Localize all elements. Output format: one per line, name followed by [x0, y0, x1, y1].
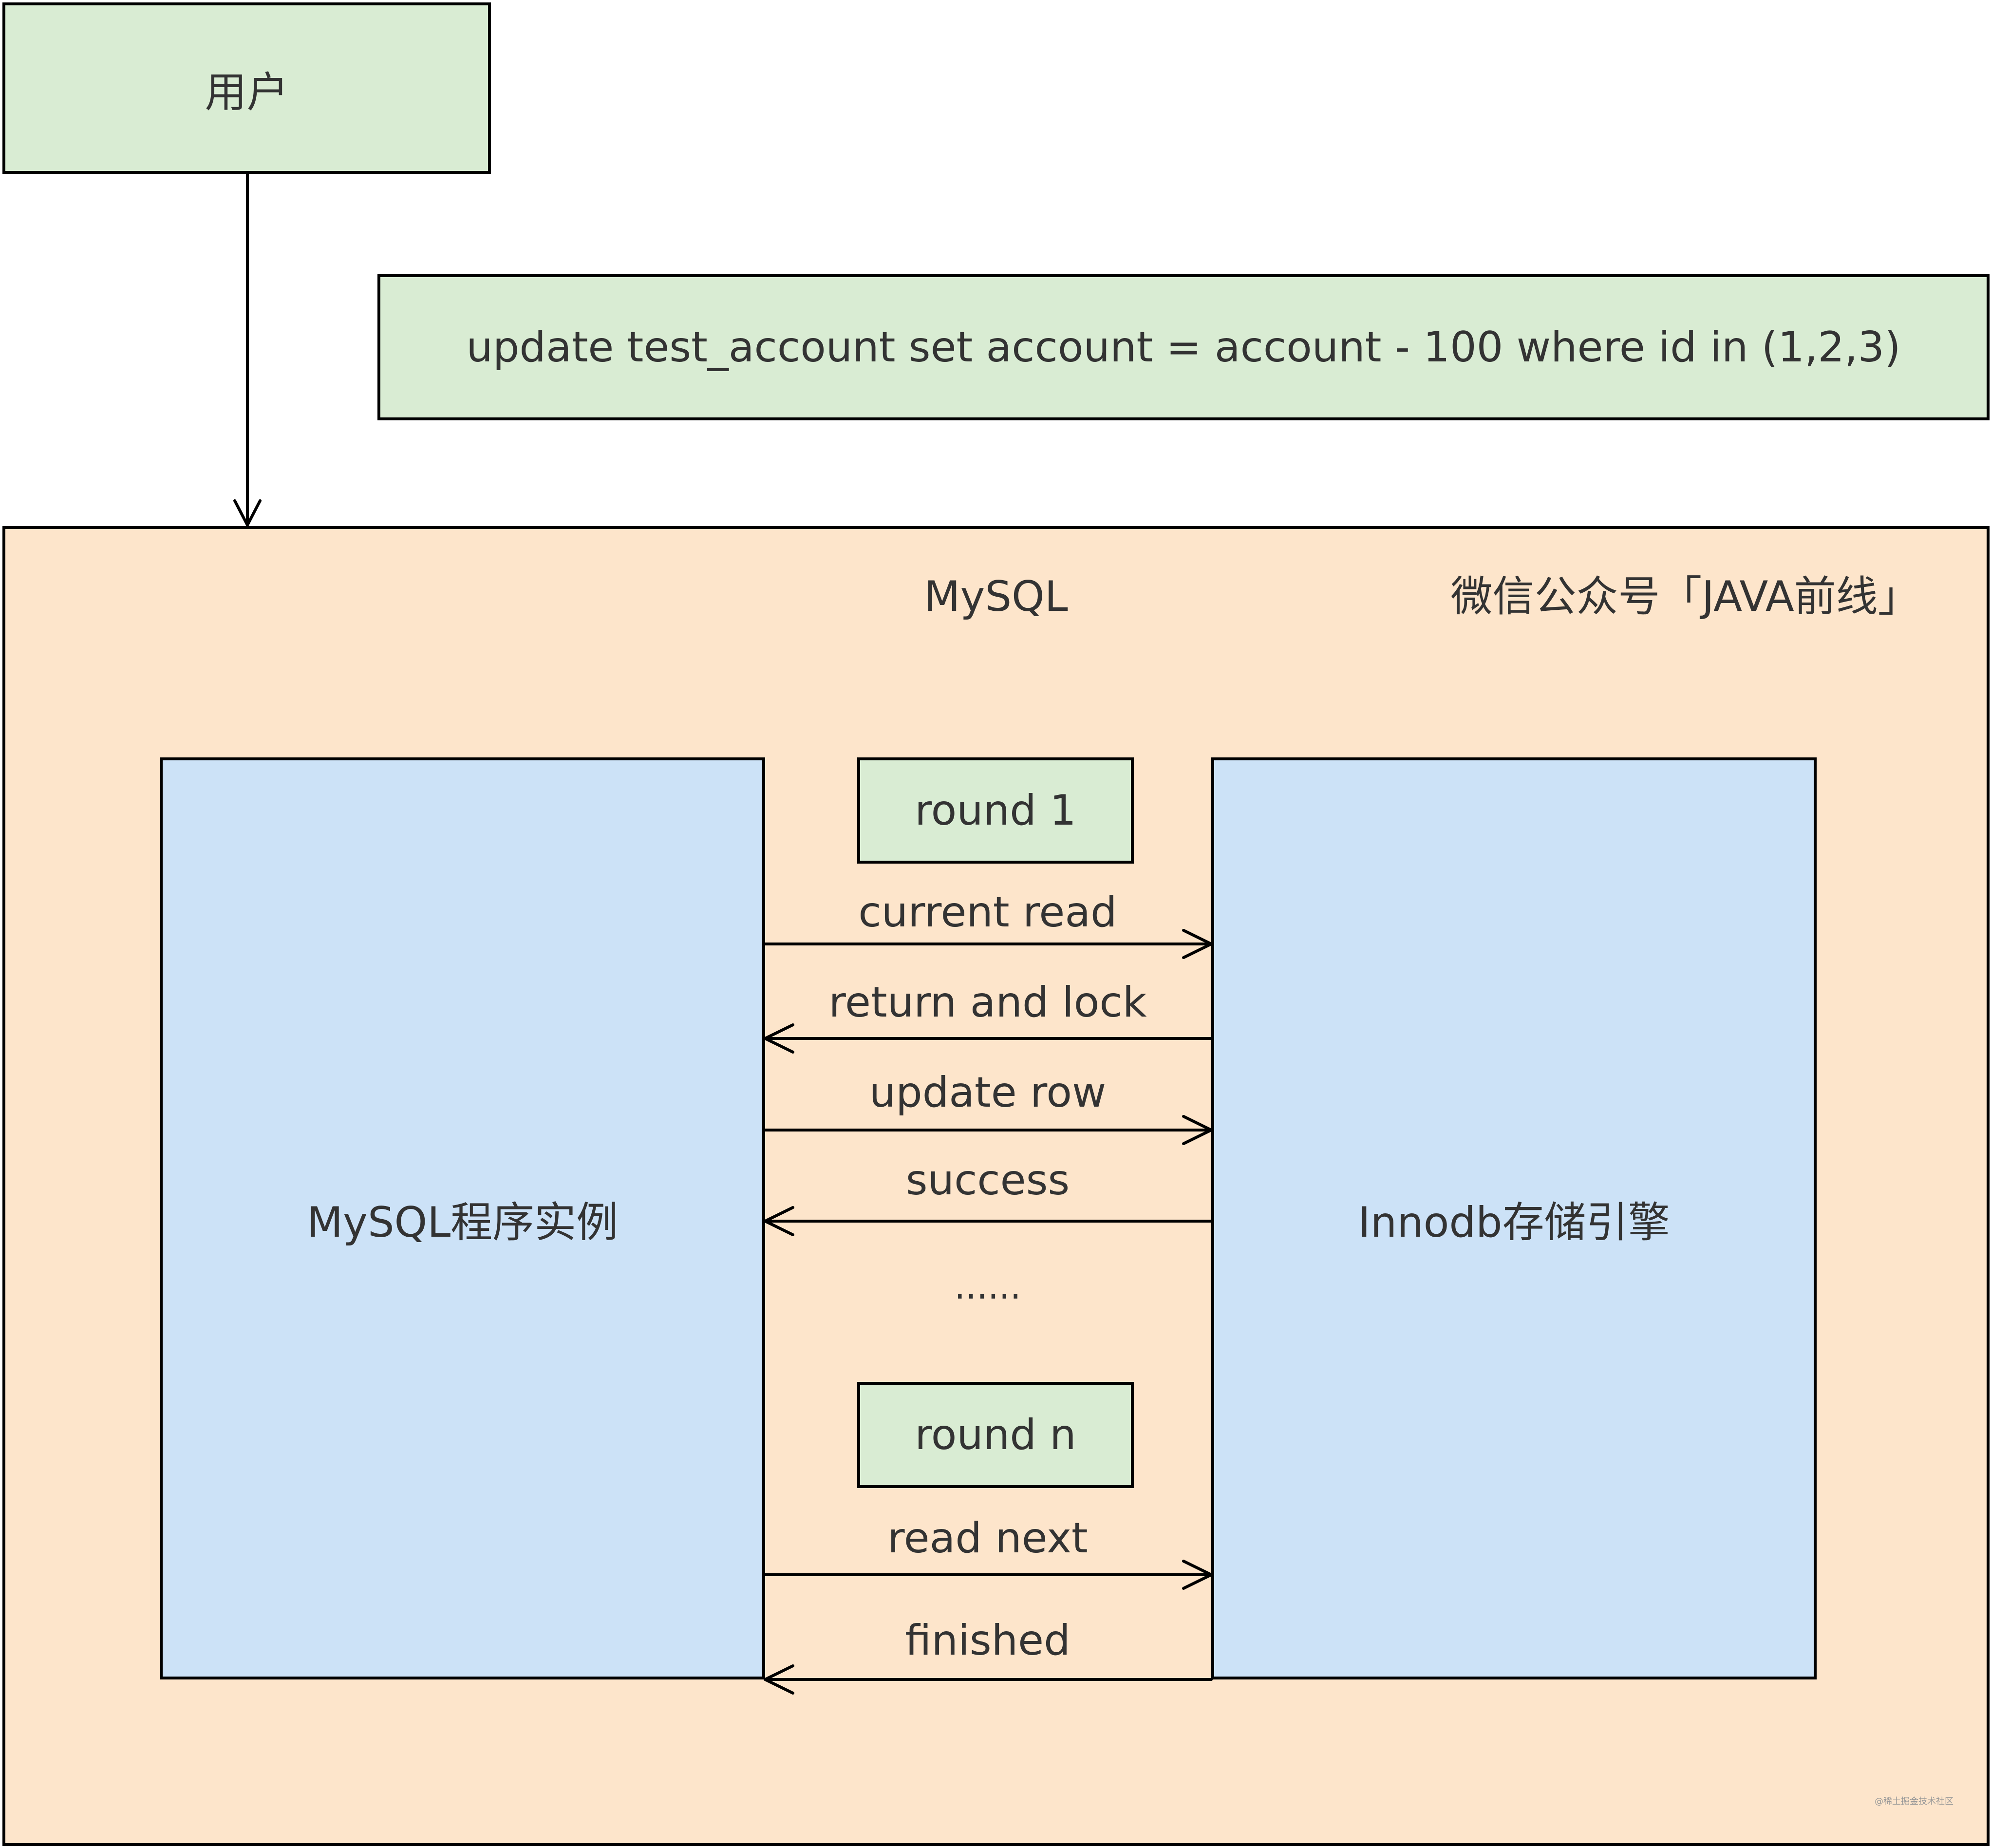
message-finished: finished: [905, 1616, 1071, 1665]
message-update-row: update row: [869, 1068, 1107, 1117]
round-1-label: round 1: [915, 786, 1076, 835]
round-n-box: round n: [857, 1382, 1134, 1488]
message-current-read: current read: [858, 888, 1117, 937]
round-1-box: round 1: [857, 757, 1134, 864]
ellipsis: ......: [954, 1266, 1021, 1307]
arrow-read-next: [764, 1560, 1213, 1590]
arrow-finished: [764, 1664, 1213, 1695]
arrow-current-read: [764, 929, 1213, 959]
arrow-user-to-mysql: [233, 172, 262, 527]
user-box: 用户: [2, 2, 491, 174]
user-label: 用户: [205, 68, 289, 117]
mysql-title: MySQL: [924, 572, 1068, 621]
mysql-instance-box: MySQL程序实例: [160, 757, 765, 1679]
arrow-update-row: [764, 1115, 1213, 1145]
sql-box: update test_account set account = accoun…: [377, 274, 1990, 420]
message-return-and-lock: return and lock: [828, 978, 1147, 1027]
arrow-return-and-lock: [764, 1023, 1213, 1054]
innodb-label: Innodb存储引擎: [1358, 1198, 1670, 1247]
mysql-instance-label: MySQL程序实例: [306, 1198, 619, 1247]
message-read-next: read next: [887, 1514, 1088, 1563]
sql-statement: update test_account set account = accoun…: [466, 323, 1901, 372]
message-success: success: [905, 1156, 1070, 1205]
innodb-box: Innodb存储引擎: [1211, 757, 1817, 1679]
round-n-label: round n: [915, 1411, 1076, 1459]
watermark: @稀土掘金技术社区: [1875, 1796, 1953, 1807]
wechat-label: 微信公众号「JAVA前线」: [1450, 572, 1920, 621]
arrow-success: [764, 1206, 1213, 1236]
